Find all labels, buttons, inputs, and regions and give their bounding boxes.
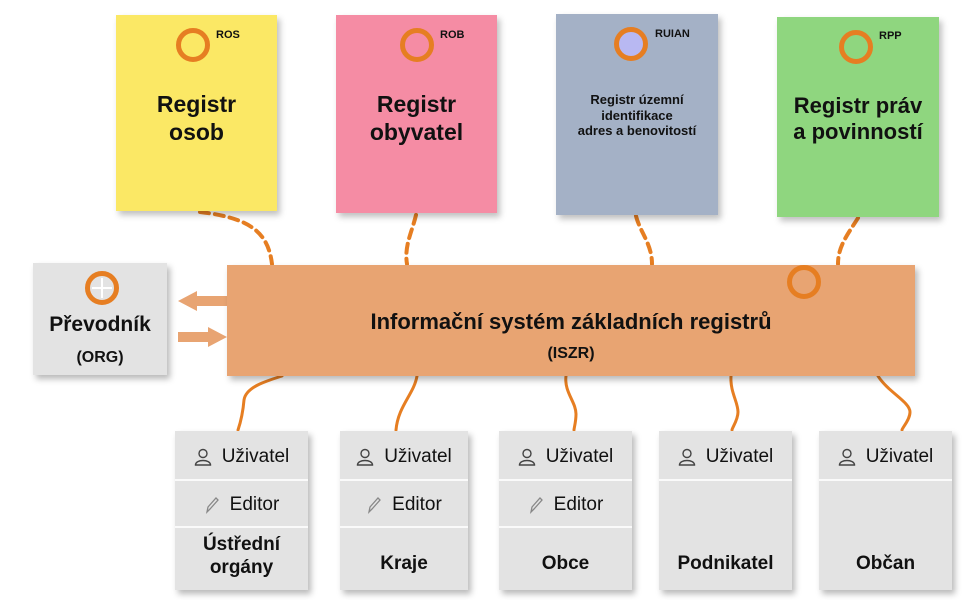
- registry-rpp: RPP Registr práv a povinností: [777, 17, 939, 217]
- registry-name: Registr osob: [156, 91, 237, 145]
- role-user-row: Uživatel: [659, 435, 792, 479]
- ring-icon: [400, 28, 434, 62]
- divider: [340, 479, 468, 481]
- ring-icon: [614, 27, 648, 61]
- divider: [659, 479, 792, 481]
- divider: [175, 479, 308, 481]
- divider: [175, 526, 308, 528]
- connector-obcan: [876, 374, 912, 432]
- group-label: Ústřední orgány: [202, 533, 281, 579]
- role-user-label: Uživatel: [221, 446, 290, 467]
- divider: [340, 526, 468, 528]
- registry-rob: ROB Registr obyvatel: [336, 15, 497, 213]
- registry-code: RUIAN: [655, 28, 690, 40]
- divider: [499, 479, 632, 481]
- connector-kraje: [394, 374, 419, 432]
- ring-icon: [176, 28, 210, 62]
- registry-code: RPP: [879, 30, 902, 42]
- arrow-from-converter: [178, 327, 227, 347]
- group-obce: Uživatel Editor Obce: [499, 431, 632, 590]
- role-editor-row: Editor: [499, 483, 632, 527]
- converter-abbr: (ORG): [76, 349, 124, 366]
- iszr-hub: Informační systém základních registrů (I…: [227, 265, 915, 376]
- pencil-icon: [366, 496, 382, 514]
- hub-name: Informační systém základních registrů: [370, 309, 772, 334]
- group-label: Občan: [855, 553, 916, 575]
- group-podnikatel: Uživatel Podnikatel: [659, 431, 792, 590]
- converter-name: Převodník: [49, 313, 151, 336]
- role-user-label: Uživatel: [545, 446, 614, 467]
- connector-ruian: [634, 214, 654, 266]
- crosshair-ring-icon: [85, 271, 119, 305]
- hub-abbr: (ISZR): [547, 345, 595, 362]
- connector-rpp: [836, 216, 860, 266]
- user-icon: [356, 448, 374, 466]
- group-kraje: Uživatel Editor Kraje: [340, 431, 468, 590]
- role-user-row: Uživatel: [819, 435, 952, 479]
- registry-code: ROB: [440, 29, 465, 41]
- role-editor-label: Editor: [553, 494, 604, 515]
- registry-name: Registr obyvatel: [369, 91, 464, 145]
- divider: [499, 526, 632, 528]
- connector-ustredni: [236, 374, 284, 432]
- role-user-row: Uživatel: [340, 435, 468, 479]
- registry-ros: ROS Registr osob: [116, 15, 277, 211]
- registry-name: Registr práv a povinností: [793, 93, 923, 145]
- connector-rob: [404, 213, 418, 266]
- role-user-label: Uživatel: [384, 446, 452, 467]
- role-editor-label: Editor: [392, 494, 442, 515]
- pencil-icon: [528, 496, 544, 514]
- converter-box: Převodník (ORG): [33, 263, 167, 375]
- role-user-label: Uživatel: [705, 446, 774, 467]
- user-icon: [678, 448, 696, 466]
- role-editor-row: Editor: [340, 483, 468, 527]
- user-icon: [518, 448, 536, 466]
- user-icon: [838, 448, 856, 466]
- role-user-row: Uživatel: [499, 435, 632, 479]
- role-editor-row: Editor: [175, 483, 308, 527]
- group-obcan: Uživatel Občan: [819, 431, 952, 590]
- group-label: Obce: [541, 553, 590, 575]
- connector-obce: [564, 374, 578, 432]
- role-editor-label: Editor: [229, 494, 280, 515]
- role-user-row: Uživatel: [175, 435, 308, 479]
- pencil-icon: [204, 496, 220, 514]
- connector-podnikatel: [729, 374, 740, 432]
- role-user-label: Uživatel: [865, 446, 934, 467]
- registry-name: Registr územní identifikace adres a beno…: [577, 92, 697, 139]
- registry-ruian: RUIAN Registr územní identifikace adres …: [556, 14, 718, 215]
- group-ustredni-organy: Uživatel Editor Ústřední orgány: [175, 431, 308, 590]
- divider: [819, 479, 952, 481]
- group-label: Podnikatel: [677, 553, 774, 575]
- registry-code: ROS: [216, 29, 240, 41]
- connector-ros: [198, 210, 274, 266]
- group-label: Kraje: [380, 553, 428, 575]
- ring-icon: [787, 265, 821, 299]
- arrow-to-converter: [178, 291, 227, 311]
- ring-icon: [839, 30, 873, 64]
- user-icon: [194, 448, 212, 466]
